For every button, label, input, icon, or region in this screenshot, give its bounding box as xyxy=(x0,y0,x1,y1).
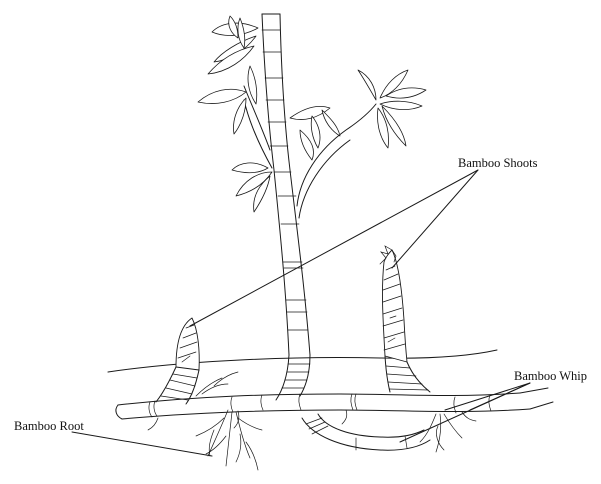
label-bamboo-shoots: Bamboo Shoots xyxy=(458,156,538,170)
young-shoot-left xyxy=(156,318,199,404)
label-bamboo-whip: Bamboo Whip xyxy=(514,369,587,383)
label-bamboo-root: Bamboo Root xyxy=(14,419,84,433)
ground-line xyxy=(108,350,497,372)
rhizome-bamboo-whip xyxy=(116,388,553,450)
tall-shoot-right xyxy=(380,246,430,392)
callout-lines xyxy=(72,170,530,456)
main-culm xyxy=(244,14,376,400)
roots xyxy=(196,372,462,470)
